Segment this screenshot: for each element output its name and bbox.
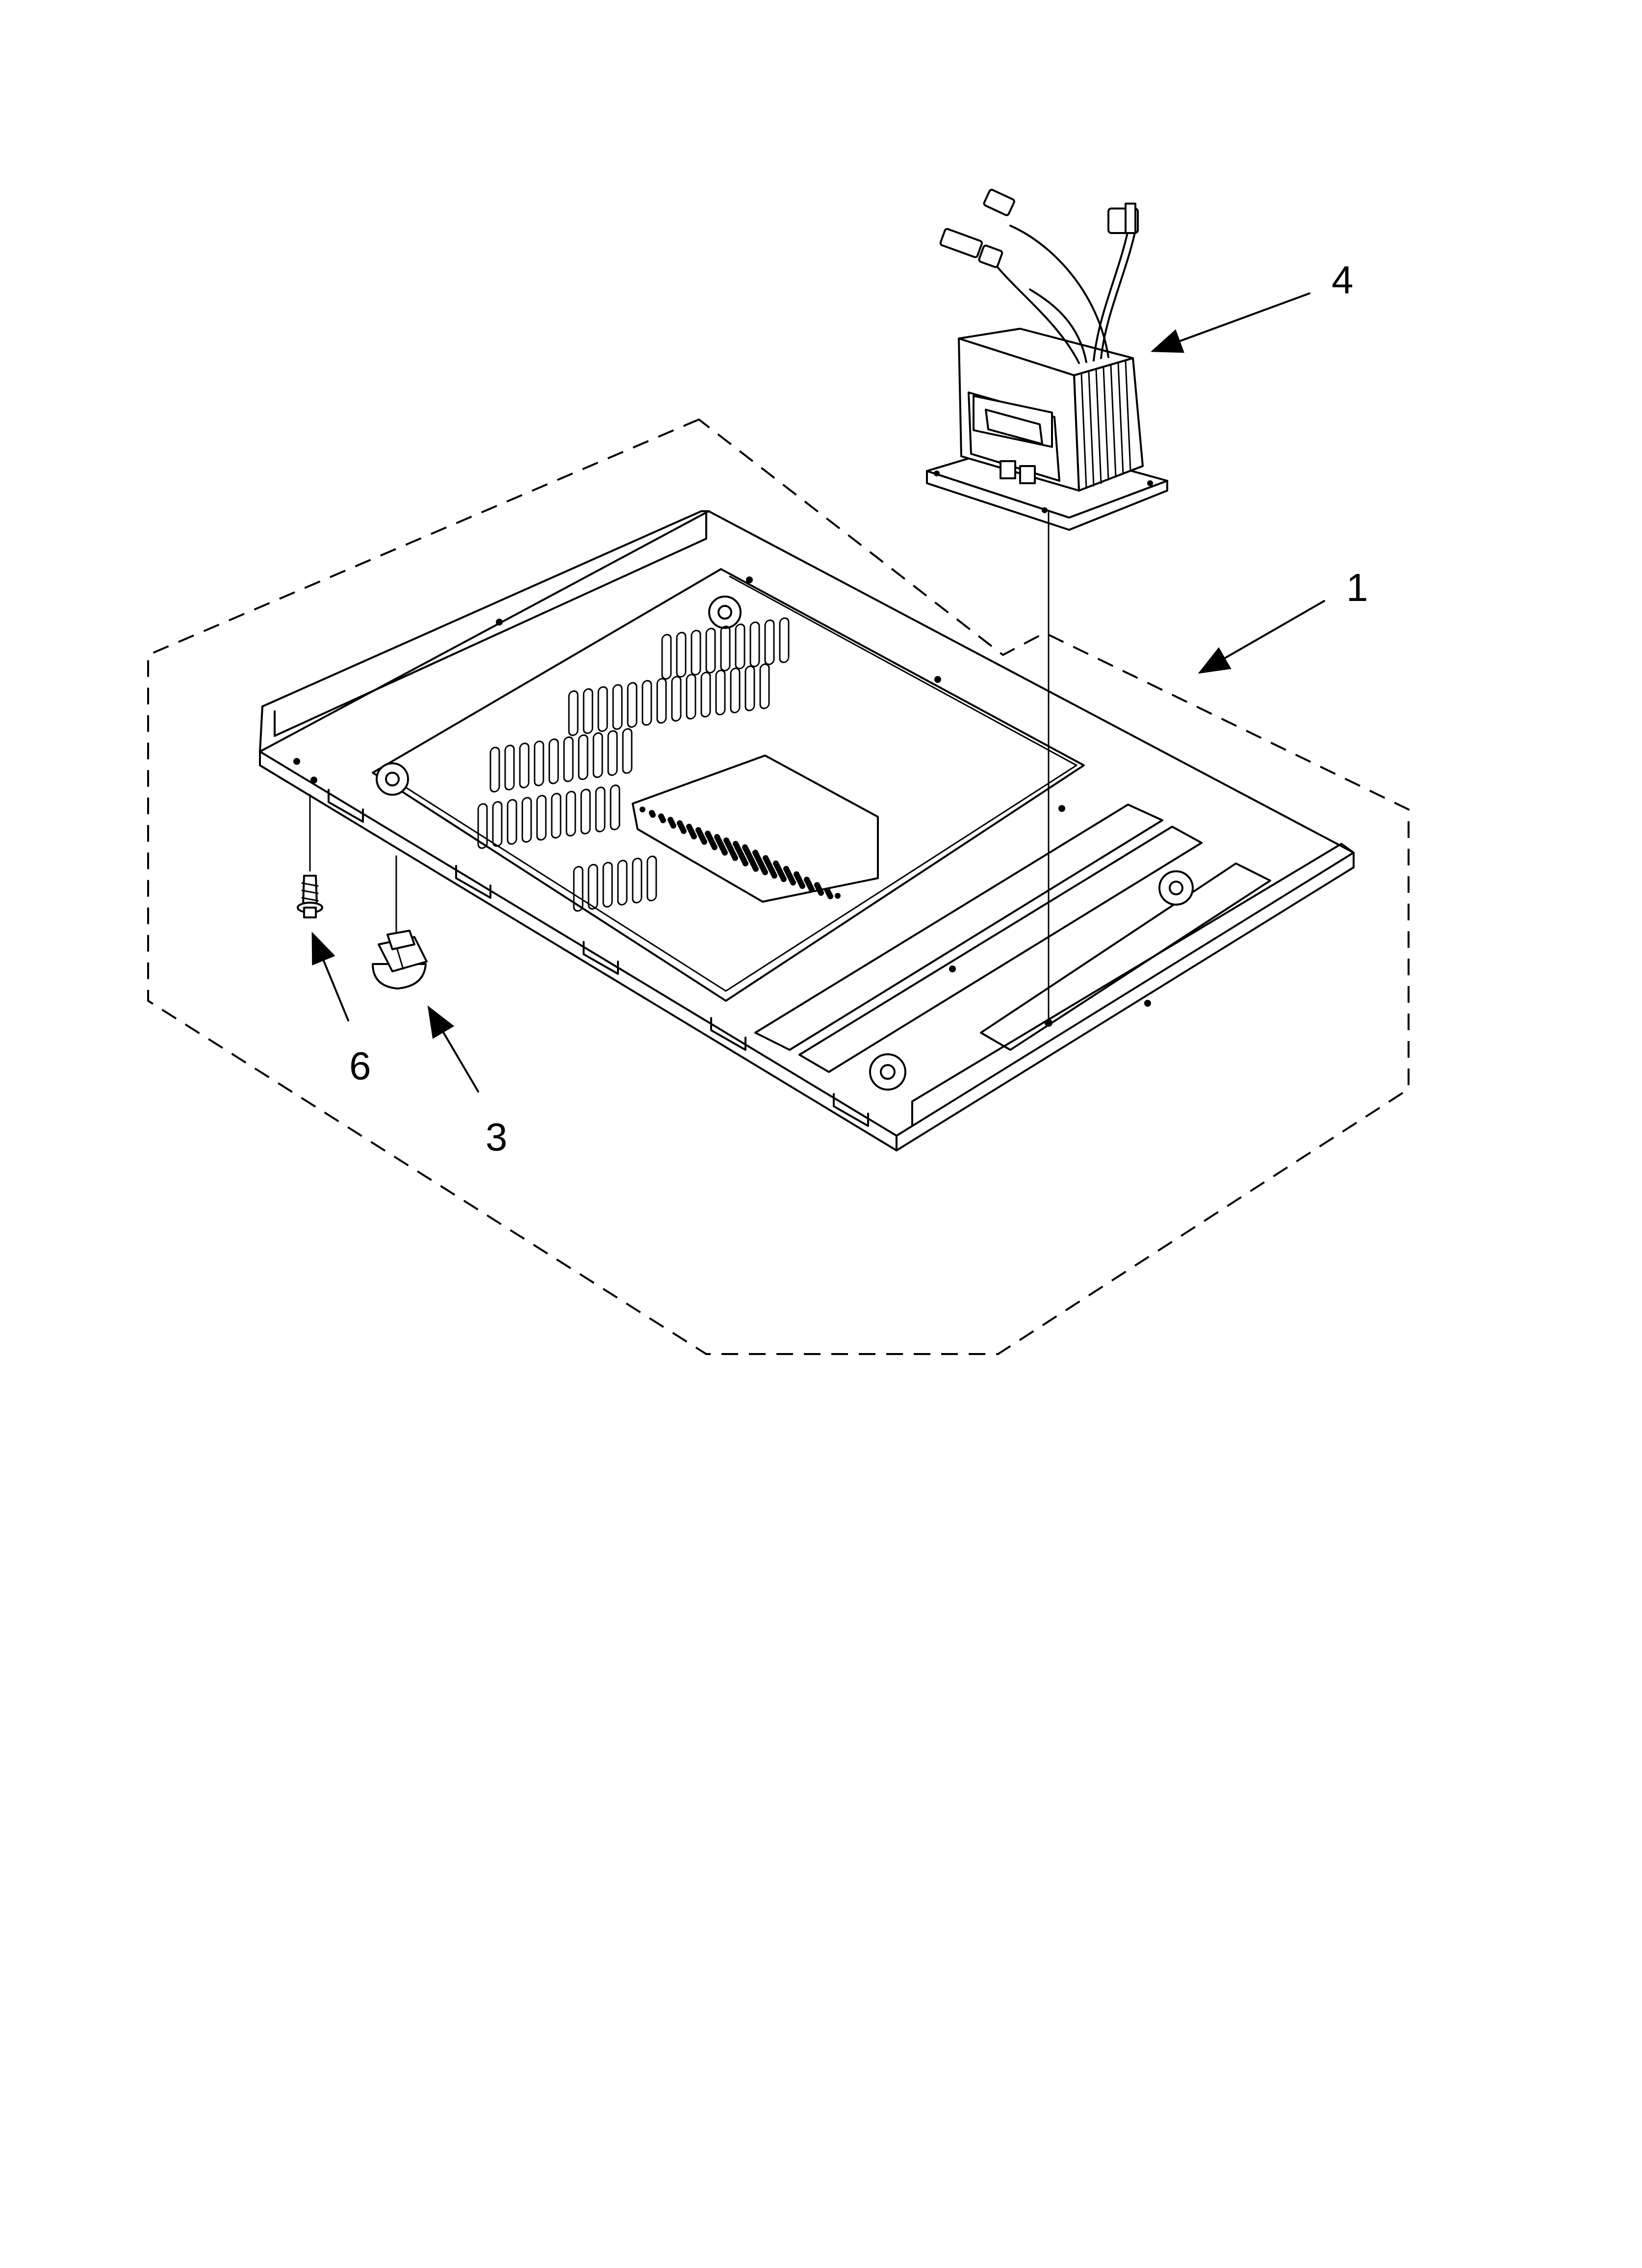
grille-hole [753, 866, 759, 872]
grille-hole [771, 873, 777, 879]
screw [297, 794, 323, 918]
grille-hole [790, 880, 796, 886]
callout-label-6: 6 [349, 1044, 371, 1088]
grille-hole [701, 839, 707, 845]
callout-label-3: 3 [486, 1115, 508, 1159]
grille-hole [681, 828, 687, 834]
grille-hole [827, 893, 833, 899]
foot [372, 855, 428, 990]
grille-hole [712, 844, 718, 850]
transformer [926, 188, 1168, 531]
grille-hole [743, 860, 748, 866]
grille-hole [732, 855, 738, 861]
perforated-grille [632, 755, 879, 903]
grille-hole [722, 850, 728, 856]
grille-hole [691, 834, 697, 839]
grille-hole [799, 883, 805, 889]
grille-hole [640, 807, 645, 812]
leader-arrow-3 [427, 1005, 479, 1093]
grille-hole [818, 890, 824, 896]
grille-hole [650, 812, 656, 818]
base-tray [259, 510, 1355, 1151]
grille-hole [781, 876, 787, 882]
assembly-boundary [147, 418, 1410, 1355]
callout-label-1: 1 [1346, 566, 1368, 609]
grille-hole [835, 893, 841, 899]
grille-hole [670, 823, 676, 829]
grille-hole [809, 886, 815, 892]
grille-hole [660, 817, 666, 823]
leader-arrow-6 [311, 932, 349, 1021]
vent-slots [477, 617, 790, 912]
grille-hole [762, 869, 768, 875]
leader-arrow-4 [1150, 292, 1310, 353]
leader-arrow-1 [1198, 600, 1325, 674]
callout-label-4: 4 [1332, 258, 1354, 302]
